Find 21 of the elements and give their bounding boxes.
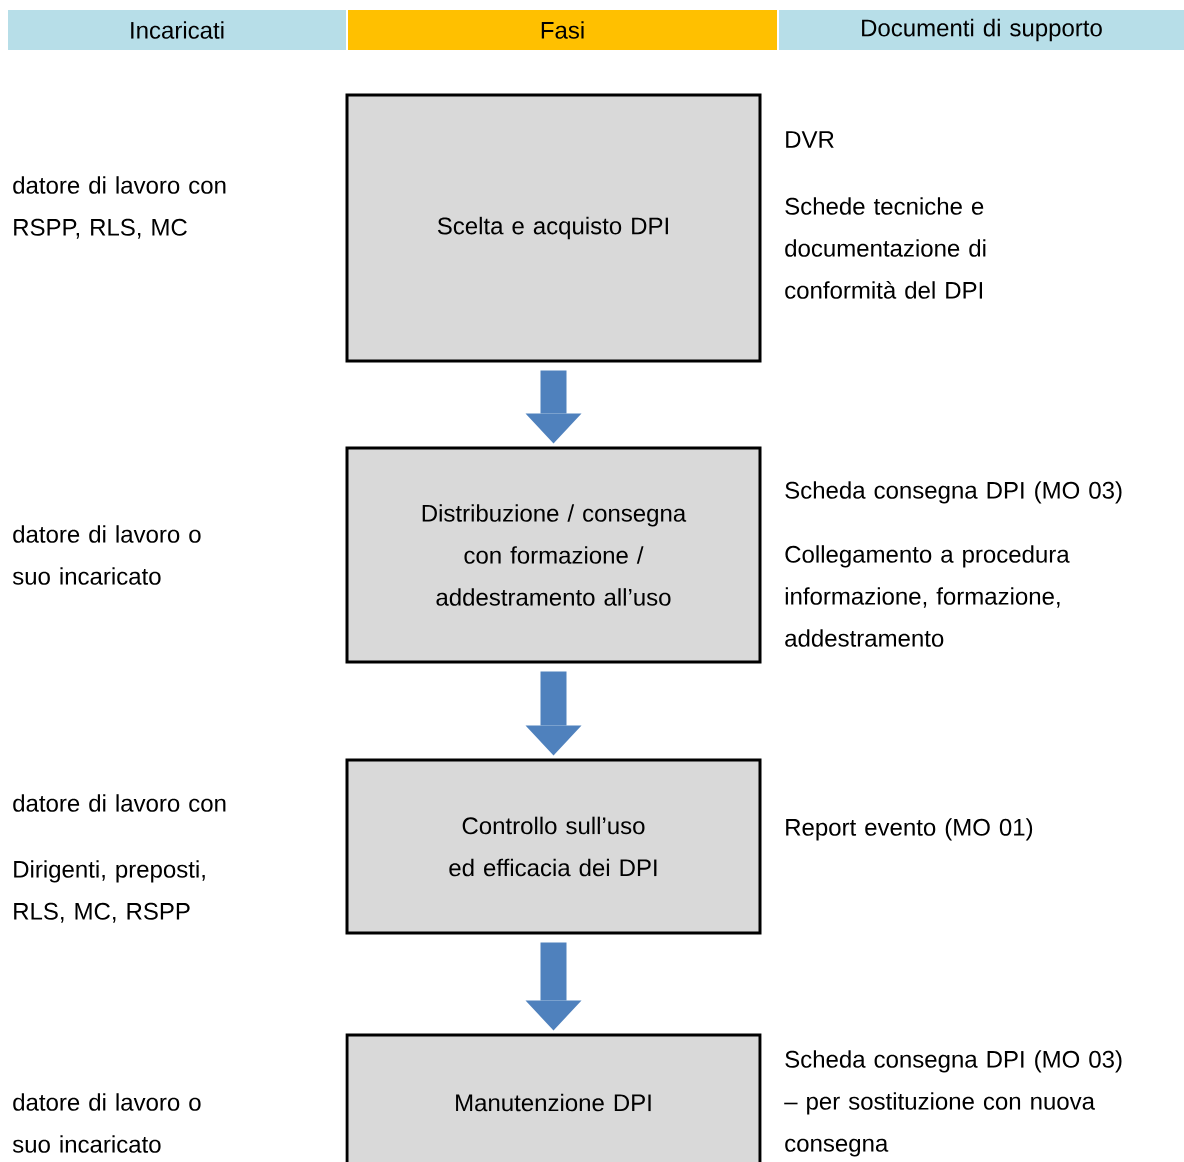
process-box: Manutenzione DPI bbox=[345, 1033, 762, 1162]
side-text: datore di lavoro con RSPP, RLS, MC bbox=[13, 176, 226, 239]
side-text: DVR bbox=[786, 131, 834, 148]
block-arrow bbox=[525, 942, 582, 1031]
header-cell: Incaricati bbox=[8, 10, 346, 50]
side-text: datore di lavoro con bbox=[13, 794, 226, 812]
side-text: Dirigenti, preposti, RLS, MC, RSPP bbox=[14, 860, 205, 923]
side-text: datore di lavoro o suo incaricato bbox=[12, 525, 201, 585]
side-text: Collegamento a procedura informazione, formazione, addestramento bbox=[785, 545, 1070, 647]
side-text: Scheda consegna DPI (MO 03) bbox=[785, 481, 1122, 504]
process-box: Controllo sull’uso ed efficacia dei DPI bbox=[345, 758, 762, 935]
process-box: Distribuzione / consegna con formazione / addestramento all’uso bbox=[345, 446, 762, 664]
side-text: Scheda consegna DPI (MO 03) – per sostituzione con nuova consegna bbox=[784, 1050, 1122, 1157]
side-text: datore di lavoro o suo incaricato bbox=[12, 1093, 201, 1153]
header-cell: Fasi bbox=[348, 10, 777, 50]
block-arrow bbox=[525, 671, 582, 756]
header-cell: Documenti di supporto bbox=[779, 10, 1184, 50]
side-text: Report evento (MO 01) bbox=[786, 818, 1033, 841]
side-text: Schede tecniche e documentazione di conformità del DPI bbox=[785, 197, 986, 299]
process-box: Scelta e acquisto DPI bbox=[345, 93, 762, 363]
block-arrow bbox=[525, 370, 582, 444]
